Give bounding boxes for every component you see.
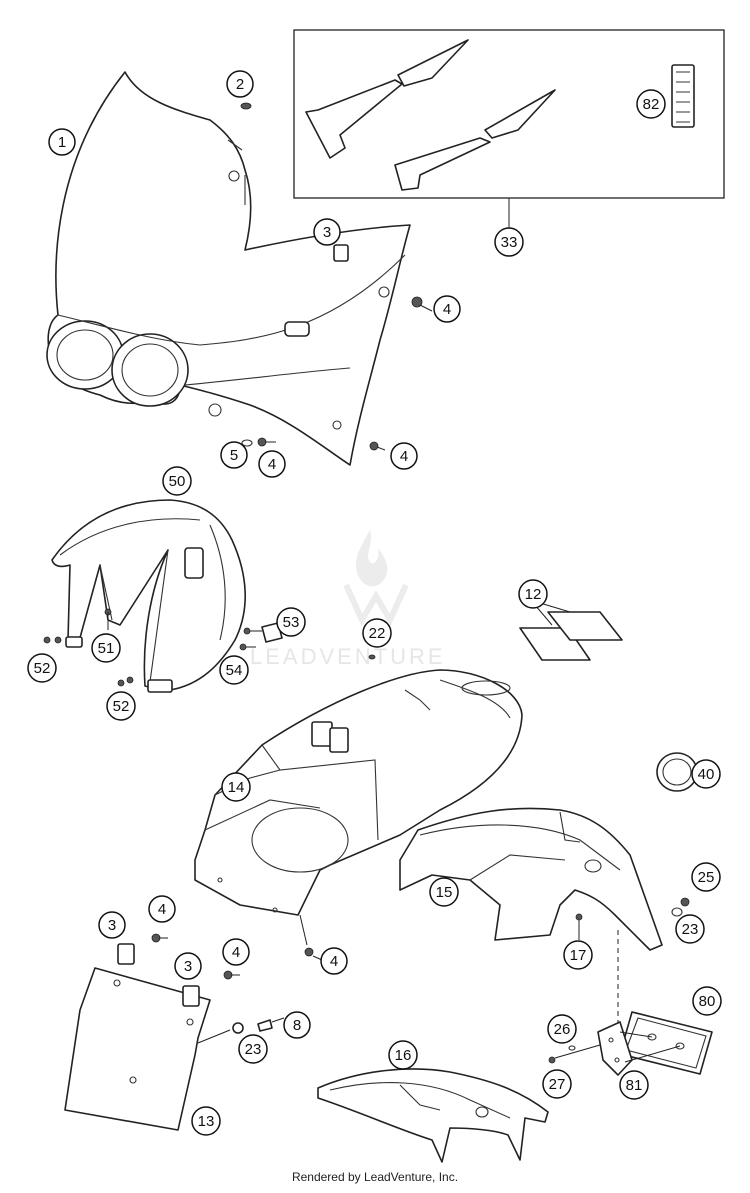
part-16-rear-mudguard [317, 1068, 549, 1163]
callout-25: 25 [691, 862, 721, 892]
callout-2: 2 [226, 70, 254, 98]
svg-text:4: 4 [268, 456, 276, 473]
callout-3-mid: 3 [174, 952, 202, 980]
svg-text:4: 4 [330, 953, 338, 970]
part-33-decal-kit [293, 29, 725, 228]
part-13-plate-holder [64, 967, 231, 1131]
hardware-plate-holder [117, 933, 285, 1034]
part-82-strip [671, 64, 695, 128]
callout-23-left: 23 [238, 1034, 268, 1064]
svg-text:54: 54 [226, 662, 243, 679]
callout-4-d: 4 [320, 947, 348, 975]
callout-33: 33 [494, 227, 524, 257]
svg-text:52: 52 [113, 698, 130, 715]
svg-text:81: 81 [626, 1077, 643, 1094]
svg-text:15: 15 [436, 884, 453, 901]
callout-4-f: 4 [222, 938, 250, 966]
svg-text:5: 5 [230, 447, 238, 464]
part-50-front-fender [51, 499, 246, 693]
callout-4-c: 4 [390, 442, 418, 470]
svg-text:4: 4 [443, 301, 451, 318]
callout-3-top: 3 [313, 218, 341, 246]
callout-4-e: 4 [148, 895, 176, 923]
svg-text:33: 33 [501, 234, 518, 251]
svg-text:3: 3 [184, 958, 192, 975]
part-80-81-reflector-bracket [548, 1011, 713, 1076]
callout-17: 17 [563, 940, 593, 970]
svg-text:16: 16 [395, 1047, 412, 1064]
hardware-rear-fender [575, 897, 690, 1030]
part-1-headlight-fairing [46, 71, 411, 466]
callout-5: 5 [220, 441, 248, 469]
hardware-fairing [240, 102, 433, 451]
callout-50: 50 [162, 466, 192, 496]
svg-text:27: 27 [549, 1076, 566, 1093]
callout-16: 16 [388, 1040, 418, 1070]
svg-text:82: 82 [643, 96, 660, 113]
callout-13: 13 [191, 1106, 221, 1136]
callout-15: 15 [429, 877, 459, 907]
callout-22: 22 [362, 618, 392, 648]
svg-text:8: 8 [293, 1017, 301, 1034]
svg-text:4: 4 [400, 448, 408, 465]
callout-52-a: 52 [27, 653, 57, 683]
svg-text:26: 26 [554, 1021, 571, 1038]
svg-text:40: 40 [698, 766, 715, 783]
svg-text:4: 4 [158, 901, 166, 918]
callout-1: 1 [48, 128, 76, 156]
callout-4-a: 4 [433, 295, 461, 323]
svg-text:1: 1 [58, 134, 66, 151]
callout-23-right: 23 [675, 914, 705, 944]
svg-text:23: 23 [245, 1041, 262, 1058]
svg-text:50: 50 [169, 473, 186, 490]
svg-text:53: 53 [283, 614, 300, 631]
callout-53: 53 [276, 607, 306, 637]
callout-80: 80 [692, 986, 722, 1016]
svg-text:80: 80 [699, 993, 716, 1010]
callout-8: 8 [283, 1011, 311, 1039]
svg-text:22: 22 [369, 625, 386, 642]
watermark: LEADVENTURE [250, 530, 446, 669]
callout-26: 26 [547, 1014, 577, 1044]
callout-52-b: 52 [106, 691, 136, 721]
svg-text:23: 23 [682, 921, 699, 938]
svg-text:13: 13 [198, 1113, 215, 1130]
svg-text:3: 3 [323, 224, 331, 241]
callout-14: 14 [221, 772, 251, 802]
svg-text:17: 17 [570, 947, 587, 964]
callout-81: 81 [619, 1070, 649, 1100]
part-12-pads [519, 602, 623, 661]
callout-27: 27 [542, 1069, 572, 1099]
svg-text:25: 25 [698, 869, 715, 886]
callout-51: 51 [91, 633, 121, 663]
svg-text:51: 51 [98, 640, 115, 657]
callout-82: 82 [636, 89, 666, 119]
callout-4-b: 4 [258, 450, 286, 478]
credit-line: Rendered by LeadVenture, Inc. [291, 1170, 459, 1184]
watermark-text: LEADVENTURE [250, 644, 446, 669]
callout-3-left: 3 [98, 911, 126, 939]
svg-text:3: 3 [108, 917, 116, 934]
part-40-cap [656, 752, 698, 792]
callout-12: 12 [518, 579, 548, 609]
hardware-seat-cover [299, 914, 323, 961]
svg-text:2: 2 [236, 76, 244, 93]
svg-text:14: 14 [228, 779, 245, 796]
part-14-seat-cover [194, 669, 523, 916]
svg-text:12: 12 [525, 586, 542, 603]
svg-text:4: 4 [232, 944, 240, 961]
callout-40: 40 [691, 759, 721, 789]
hardware-front-fender [43, 608, 376, 687]
callout-54: 54 [219, 655, 249, 685]
svg-text:52: 52 [34, 660, 51, 677]
part-15-rear-fender [399, 807, 663, 951]
